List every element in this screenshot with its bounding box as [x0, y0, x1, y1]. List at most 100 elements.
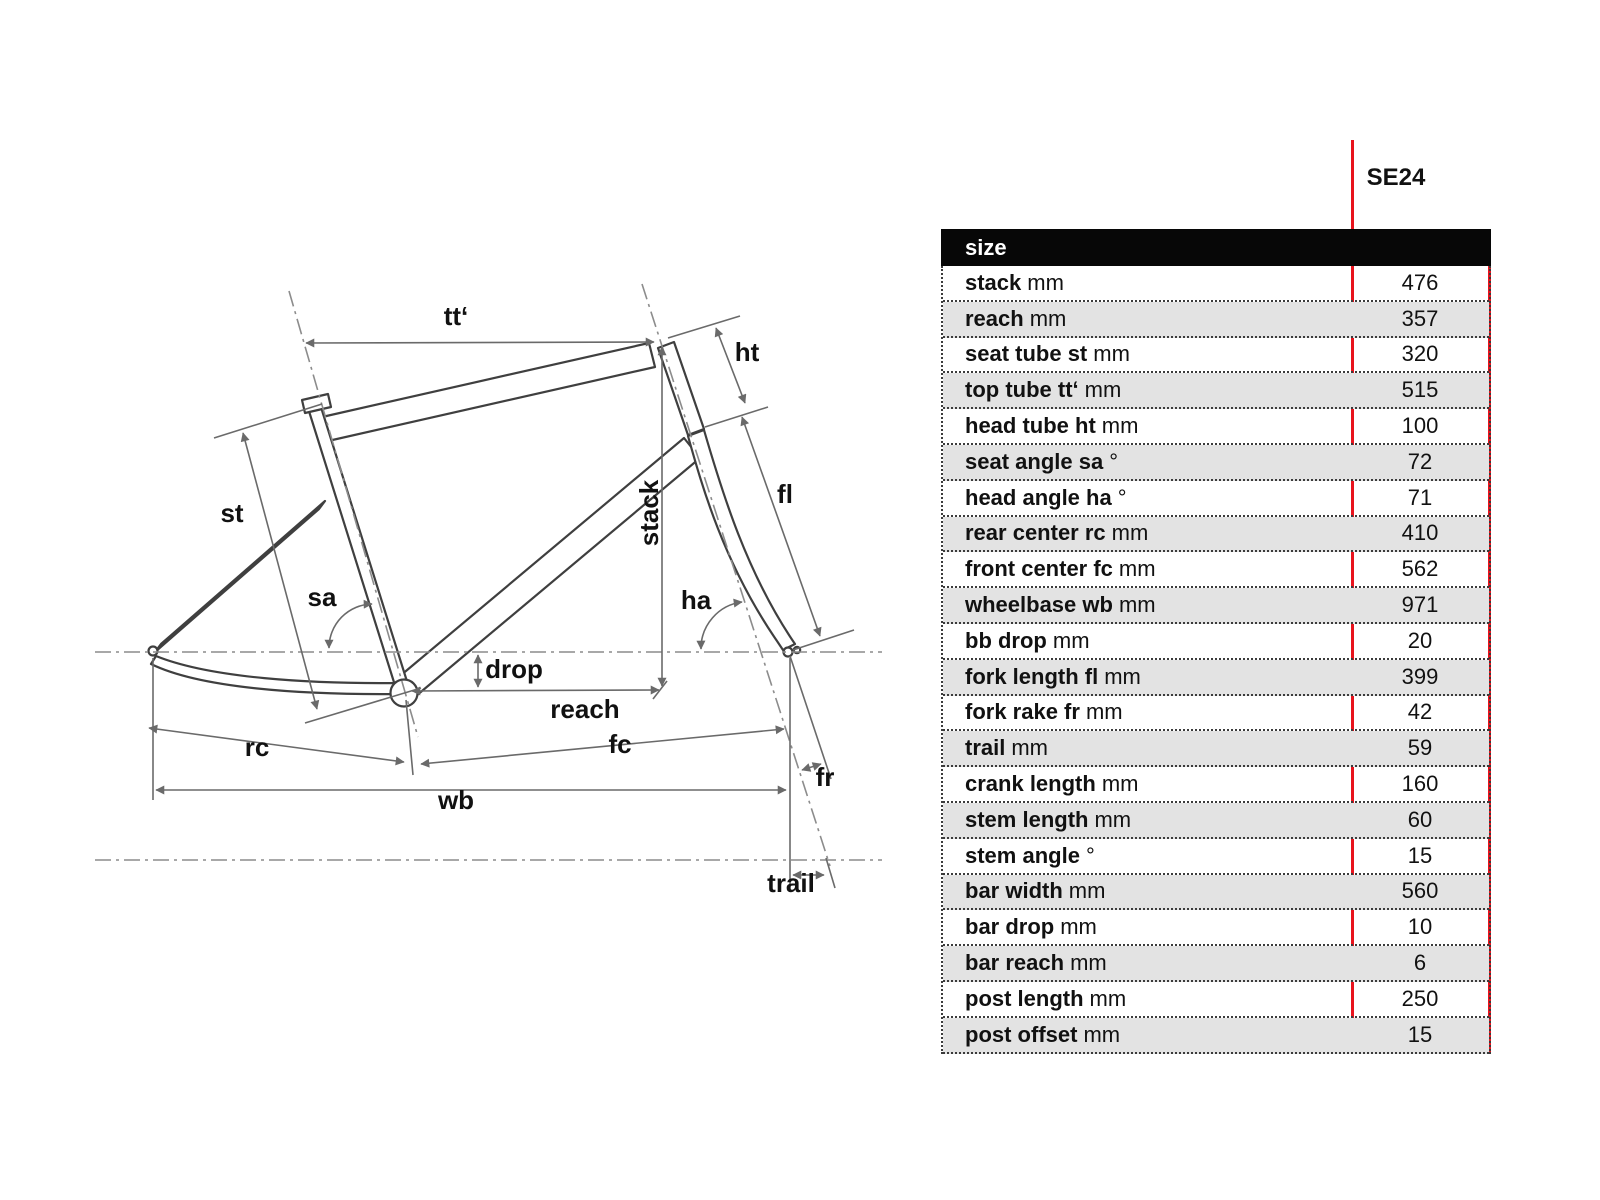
- row-value: 410: [1401, 520, 1439, 546]
- seatpost-collar: [300, 392, 333, 415]
- row-value: 20: [1407, 627, 1433, 653]
- label-stack: stack: [634, 479, 664, 546]
- row-unit: °: [1117, 484, 1127, 510]
- row-value: 42: [1407, 699, 1433, 725]
- row-unit: mm: [1118, 556, 1156, 582]
- row-unit: mm: [1118, 592, 1156, 618]
- row-label: head angle ha°: [943, 485, 1351, 511]
- row-value: 476: [1401, 269, 1439, 295]
- row-value: 320: [1401, 341, 1439, 367]
- row-label-text: bar drop: [965, 914, 1055, 940]
- fork: [686, 428, 797, 652]
- table-row: stem angle°15: [943, 839, 1489, 875]
- row-label-text: top tube tt‘: [965, 377, 1079, 403]
- dim-head-angle-arc: [696, 598, 743, 650]
- row-value: 60: [1407, 806, 1433, 832]
- rear-dropout: [147, 645, 159, 657]
- row-value: 160: [1401, 771, 1439, 797]
- ht-extension-bottom: [704, 406, 769, 428]
- label-fork-length: fl: [777, 479, 793, 509]
- row-unit: mm: [1052, 627, 1090, 653]
- dim-rear-center: [148, 724, 405, 766]
- row-label-text: fork rake fr: [965, 699, 1080, 725]
- row-value: 560: [1401, 878, 1439, 904]
- row-unit: °: [1085, 842, 1095, 868]
- row-unit: mm: [1068, 878, 1106, 904]
- row-unit: mm: [1084, 377, 1122, 403]
- bike-frame-outline: [147, 340, 802, 708]
- row-unit: mm: [1070, 950, 1107, 976]
- ht-extension-top: [667, 315, 741, 339]
- row-value: 71: [1407, 484, 1433, 510]
- row-unit: mm: [1104, 663, 1141, 689]
- row-value: 971: [1401, 592, 1439, 618]
- row-value: 399: [1401, 663, 1439, 689]
- label-rear-center: rc: [245, 732, 270, 762]
- row-label-text: rear center rc: [965, 520, 1106, 546]
- label-bb-drop: drop: [485, 654, 543, 684]
- center-lines: [95, 283, 882, 867]
- dim-fork-rake: [801, 762, 822, 772]
- down-tube: [398, 436, 702, 698]
- row-label-text: seat tube st: [965, 341, 1088, 367]
- row-unit: mm: [1085, 699, 1123, 725]
- row-value: 100: [1401, 413, 1439, 439]
- row-value: 562: [1401, 556, 1439, 582]
- label-head-tube: ht: [735, 337, 760, 367]
- label-seat-tube: st: [220, 498, 243, 528]
- dimension-lines: [148, 315, 855, 889]
- row-unit: mm: [1111, 520, 1149, 546]
- row-unit: mm: [1029, 305, 1067, 331]
- table-header-row: size: [941, 229, 1491, 266]
- reach-end-tick: [652, 680, 668, 700]
- row-unit: mm: [1101, 413, 1139, 439]
- dim-seat-tube: [240, 432, 320, 710]
- row-label-text: bar width: [965, 878, 1063, 904]
- fork-rake-parallel: [789, 655, 832, 780]
- st-extension-bottom: [304, 687, 422, 724]
- table-row: head angle ha° 71: [943, 481, 1489, 517]
- row-label-text: crank length: [965, 771, 1096, 797]
- row-label-text: reach: [965, 305, 1024, 331]
- row-label-text: bb drop: [965, 627, 1047, 653]
- row-unit: mm: [1011, 735, 1049, 761]
- fl-extension-bottom: [792, 629, 855, 651]
- row-label-text: post offset: [965, 1021, 1078, 1047]
- dim-front-center: [420, 725, 785, 768]
- row-label-text: trail: [965, 735, 1006, 761]
- row-unit: mm: [1094, 806, 1132, 832]
- row-value: 6: [1413, 950, 1427, 976]
- row-unit: mm: [1083, 1021, 1121, 1047]
- head-tube: [656, 340, 706, 437]
- row-label-text: stem angle: [965, 842, 1080, 868]
- dim-head-tube: [714, 327, 747, 404]
